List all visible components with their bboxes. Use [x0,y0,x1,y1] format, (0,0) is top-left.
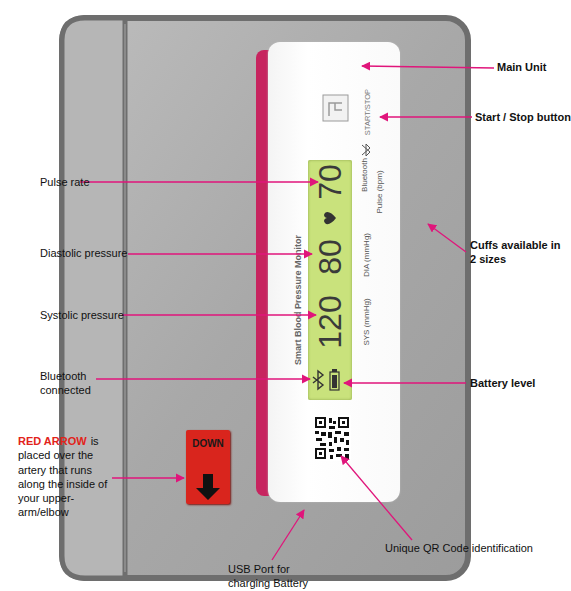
lcd-screen: 120 80 70 [308,160,352,400]
tag-text: DOWN [192,439,224,449]
strap-edge [124,24,126,572]
leader-line [380,116,472,117]
callout-label: Main Unit [497,60,547,74]
bluetooth-symbol [362,144,370,156]
callout-label: Start / Stop button [475,110,571,124]
down-arrow-symbol [196,474,220,500]
diastolic-value: 80 [314,239,346,275]
display-caption: Pulse (bpm) [376,170,384,213]
bluetooth-icon [313,371,323,389]
display-caption: DIA (mmHg) [363,233,371,277]
start-stop-button [323,95,348,121]
leader-line [344,382,466,383]
warning-label: RED ARROW [18,435,87,447]
battery-icon [330,369,339,390]
display-caption: SYS (mmHg) [363,298,371,345]
leader-line [80,181,318,182]
pulse-value: 70 [314,164,346,200]
main-unit: START/STOP Bluetooth Pulse (bpm) DIA (mmHg)… [268,42,400,502]
leader-line [341,456,412,540]
product-name: Smart Blood Pressure Monitor [294,235,303,365]
leader-line [128,253,312,254]
callout-label: USB Port for charging Battery [228,562,320,591]
display-caption: Bluetooth [361,158,369,192]
systolic-value: 120 [314,295,346,348]
callout-label: Cuffs available in 2 sizes [470,238,566,267]
leader-line [122,314,316,315]
leader-line [112,477,184,478]
callout-label: Bluetooth connected [40,369,110,398]
note-label: is placed over the artery that runs alon… [18,435,107,518]
cuff [62,18,468,578]
callout-label: Battery level [470,376,535,390]
leader-line [96,378,310,379]
callout-label: Pulse rate [40,175,90,189]
qr-code [313,415,351,461]
red-arrow-note: RED ARROWis placed over the artery that … [18,434,118,520]
leader-line [272,510,304,560]
leader-line [362,66,494,68]
heart-symbol [324,212,336,224]
callout-label: Unique QR Code identification [385,541,533,555]
red-arrow-tag: DOWN [186,430,230,504]
button-caption: START/STOP [364,89,372,135]
leader-line [428,224,466,252]
callout-label: Systolic pressure [40,308,124,322]
callout-label: Diastolic pressure [40,246,127,260]
